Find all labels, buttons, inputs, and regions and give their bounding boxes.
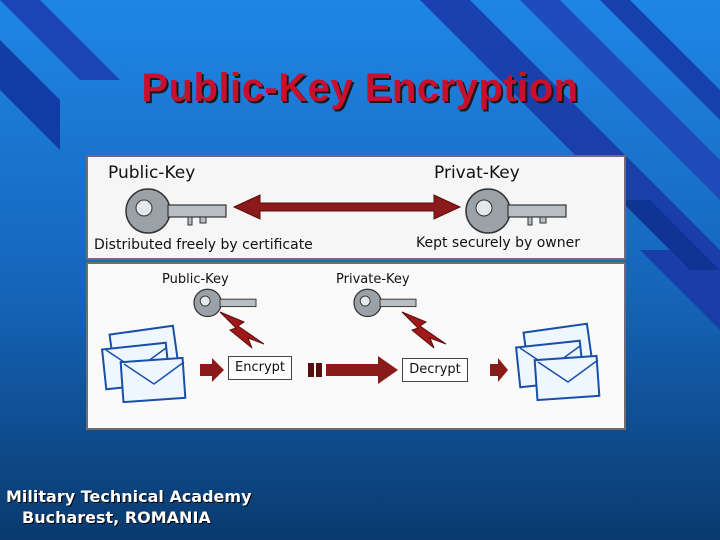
private-key-flow-label: Private-Key (336, 272, 410, 287)
dash-icon (316, 363, 322, 377)
public-key-flow-label: Public-Key (162, 272, 229, 287)
envelope-stack-icon (100, 324, 187, 404)
footer-line-1: Military Technical Academy (6, 487, 252, 506)
double-arrow-icon (232, 194, 462, 220)
encrypt-box: Encrypt (228, 356, 292, 380)
arrow-icon (490, 358, 508, 382)
private-key-caption: Kept securely by owner (416, 235, 580, 251)
public-key-label: Public-Key (108, 163, 196, 183)
private-key-label: Privat-Key (434, 163, 520, 183)
slide-title: Public-Key Encryption (141, 66, 579, 110)
public-key-small-icon (193, 288, 257, 318)
public-key-caption: Distributed freely by certificate (94, 237, 313, 253)
lightning-bolt-icon (219, 311, 265, 349)
footer-line-2: Bucharest, ROMANIA (22, 508, 211, 527)
private-key-icon (465, 188, 567, 234)
envelope-stack-icon (514, 322, 601, 402)
key-pair-panel: Public-Key Privat-Key Distributed freely… (86, 155, 626, 260)
arrow-icon (326, 356, 398, 384)
footer-institution: Military Technical Academy Bucharest, RO… (6, 486, 252, 528)
lightning-bolt-icon (401, 311, 447, 349)
arrow-icon (200, 358, 224, 382)
dash-icon (308, 363, 314, 377)
public-key-icon (125, 188, 227, 234)
private-key-small-icon (353, 288, 417, 318)
decrypt-box: Decrypt (402, 358, 468, 382)
encryption-flow-panel: Public-Key Private-Key Encrypt Decrypt (86, 262, 626, 430)
